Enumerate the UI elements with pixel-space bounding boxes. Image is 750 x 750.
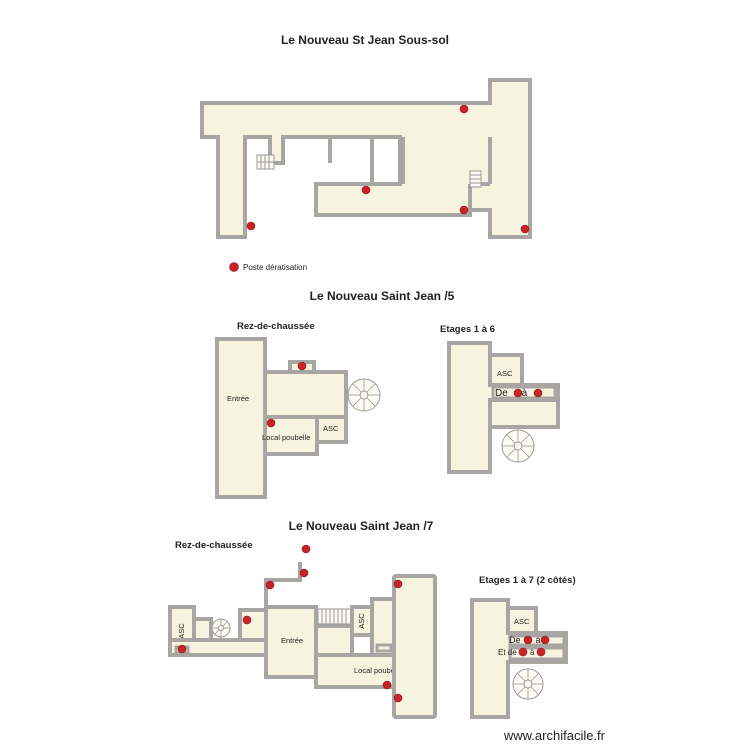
- subtitle-rdc: Rez-de-chaussée: [175, 540, 253, 551]
- plan-sous-sol: Le Nouveau St Jean Sous-sol Poste dérati…: [200, 33, 532, 272]
- bait-station-marker[interactable]: [177, 644, 187, 654]
- legend-label: Poste dératisation: [243, 263, 307, 272]
- room-hall: [314, 624, 354, 657]
- spiral-staircase-icon: [211, 618, 231, 638]
- room-label-asc-left: ASC: [177, 623, 186, 639]
- room-label-asc-mid: ASC: [357, 613, 366, 629]
- room-label-local-poubelle: Local poubelle: [354, 666, 402, 675]
- basement-outline: [200, 78, 532, 239]
- plan-title-saint-jean-5: Le Nouveau Saint Jean /5: [310, 289, 455, 303]
- room-label-entree: Entrée: [281, 636, 303, 645]
- bait-station-marker[interactable]: [301, 544, 311, 554]
- room-asc: [506, 606, 538, 635]
- bait-station-marker[interactable]: [299, 568, 309, 578]
- wall-segment: [264, 562, 302, 607]
- bait-station-marker[interactable]: [393, 579, 403, 589]
- spiral-staircase-icon: [347, 378, 381, 412]
- room-landing: [488, 398, 560, 429]
- bait-station-marker[interactable]: [266, 418, 276, 428]
- bait-station-marker[interactable]: [393, 693, 403, 703]
- bait-station-marker[interactable]: [265, 580, 275, 590]
- room-hall: [263, 370, 348, 419]
- bait-station-marker[interactable]: [518, 647, 528, 657]
- bait-station-marker[interactable]: [536, 647, 546, 657]
- room-long: [392, 574, 437, 719]
- room-label-local-poubelle: Local poubelle: [262, 433, 310, 442]
- bait-station-marker[interactable]: [459, 104, 469, 114]
- bait-station-marker[interactable]: [513, 388, 523, 398]
- bait-station-marker[interactable]: [382, 680, 392, 690]
- bait-station-marker[interactable]: [533, 388, 543, 398]
- bait-station-marker[interactable]: [361, 185, 371, 195]
- plan-saint-jean-7: Le Nouveau Saint Jean /7 Rez-de-chaussée…: [168, 519, 576, 719]
- bait-station-marker[interactable]: [246, 221, 256, 231]
- room-label-asc: ASC: [323, 424, 339, 433]
- plan-title-sous-sol: Le Nouveau St Jean Sous-sol: [281, 33, 449, 47]
- plan-saint-jean-5: Le Nouveau Saint Jean /5 Rez-de-chaussée…: [215, 289, 560, 499]
- bait-station-marker[interactable]: [540, 635, 550, 645]
- room-label-asc: ASC: [514, 617, 530, 626]
- watermark[interactable]: www.archifacile.fr: [503, 728, 606, 743]
- room-asc: [315, 415, 348, 444]
- stairs-icon: [317, 608, 352, 625]
- subtitle-rdc: Rez-de-chaussée: [237, 321, 315, 332]
- room-label-entree: Entrée: [227, 394, 249, 403]
- subtitle-etages-1-6: Etages 1 à 6: [440, 324, 495, 335]
- bait-station-marker[interactable]: [523, 635, 533, 645]
- room-small: [192, 617, 213, 642]
- spiral-staircase-icon: [501, 429, 535, 463]
- bait-station-marker[interactable]: [459, 205, 469, 215]
- room-corridor: [508, 634, 566, 647]
- bait-station-marker[interactable]: [242, 615, 252, 625]
- room-asc: [488, 353, 524, 387]
- room-corridor: [491, 385, 557, 400]
- label-de-a: De à: [495, 388, 528, 399]
- fixture: [375, 643, 393, 653]
- plan-title-saint-jean-7: Le Nouveau Saint Jean /7: [289, 519, 434, 533]
- spiral-staircase-icon: [512, 668, 544, 700]
- room-entree: [215, 337, 267, 499]
- subtitle-etages-1-7: Etages 1 à 7 (2 côtés): [479, 575, 576, 586]
- stairs-icon: [469, 170, 482, 188]
- room-small: [238, 608, 268, 642]
- stairs-icon: [256, 154, 275, 170]
- bait-station-marker[interactable]: [520, 224, 530, 234]
- room-label-asc: ASC: [497, 369, 513, 378]
- legend-marker: [229, 262, 239, 272]
- label-et-de-a: Et de à: [498, 648, 535, 657]
- bait-station-marker[interactable]: [297, 361, 307, 371]
